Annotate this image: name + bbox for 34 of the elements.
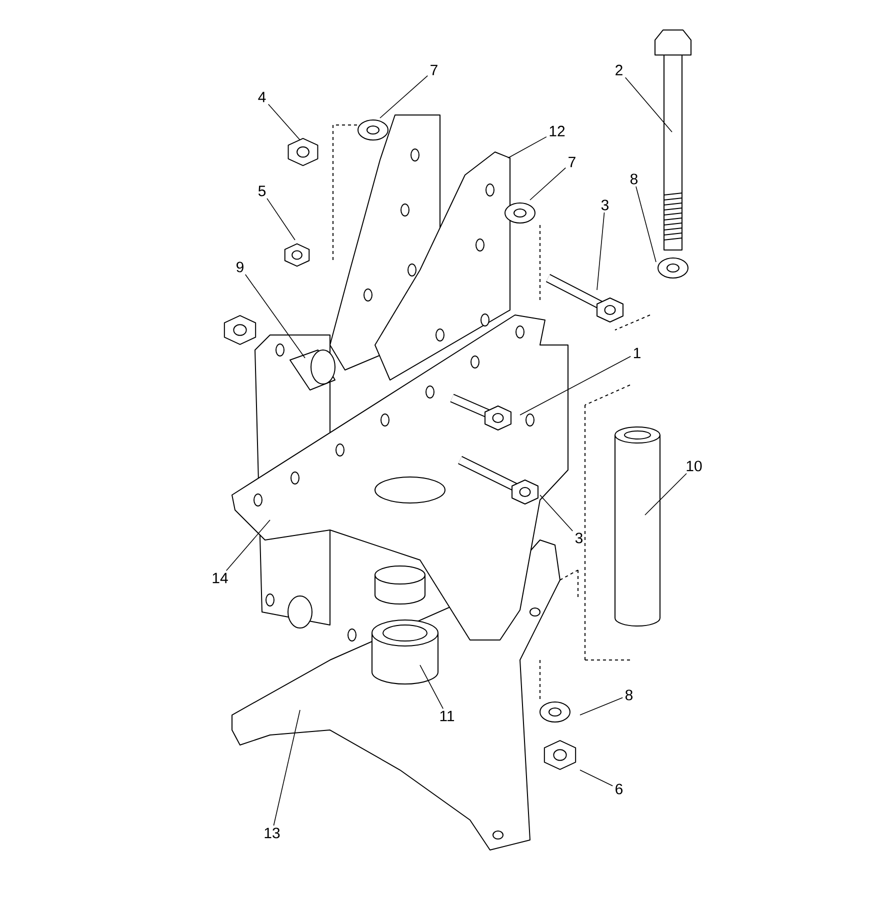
callout-number: 11 — [440, 710, 454, 722]
callout-number: 10 — [686, 460, 702, 472]
leader-line — [420, 664, 444, 710]
callout-number: 6 — [616, 784, 622, 794]
callout-number: 2 — [616, 64, 622, 76]
callout-number: 8 — [625, 690, 632, 700]
leader-line — [268, 104, 300, 140]
callout-number: 7 — [568, 156, 576, 168]
callout-number: 12 — [550, 126, 565, 136]
leader-line — [636, 186, 656, 262]
leader-line — [624, 77, 672, 132]
callout-number: 14 — [212, 572, 228, 584]
leader-line — [244, 274, 306, 358]
leader-line — [273, 710, 300, 826]
leader-line — [226, 520, 270, 572]
callout-number: 1 — [634, 348, 640, 358]
callout-number: 13 — [264, 828, 280, 838]
callout-number: 7 — [430, 64, 438, 76]
callout-number: 4 — [258, 92, 266, 102]
callout-number: 3 — [601, 200, 608, 210]
leader-line — [530, 167, 566, 200]
leader-line — [508, 136, 547, 158]
leader-line — [580, 697, 624, 716]
callout-number: 8 — [630, 174, 638, 184]
leader-line — [380, 75, 428, 118]
callout-number: 5 — [258, 186, 266, 196]
leader-line — [540, 494, 574, 532]
leader-line — [596, 212, 605, 290]
leader-line — [580, 770, 614, 786]
callout-number: 3 — [575, 532, 582, 544]
leader-line — [266, 198, 296, 240]
leader-line — [520, 356, 632, 416]
leader-line — [644, 473, 687, 516]
callout-number: 9 — [236, 262, 244, 272]
